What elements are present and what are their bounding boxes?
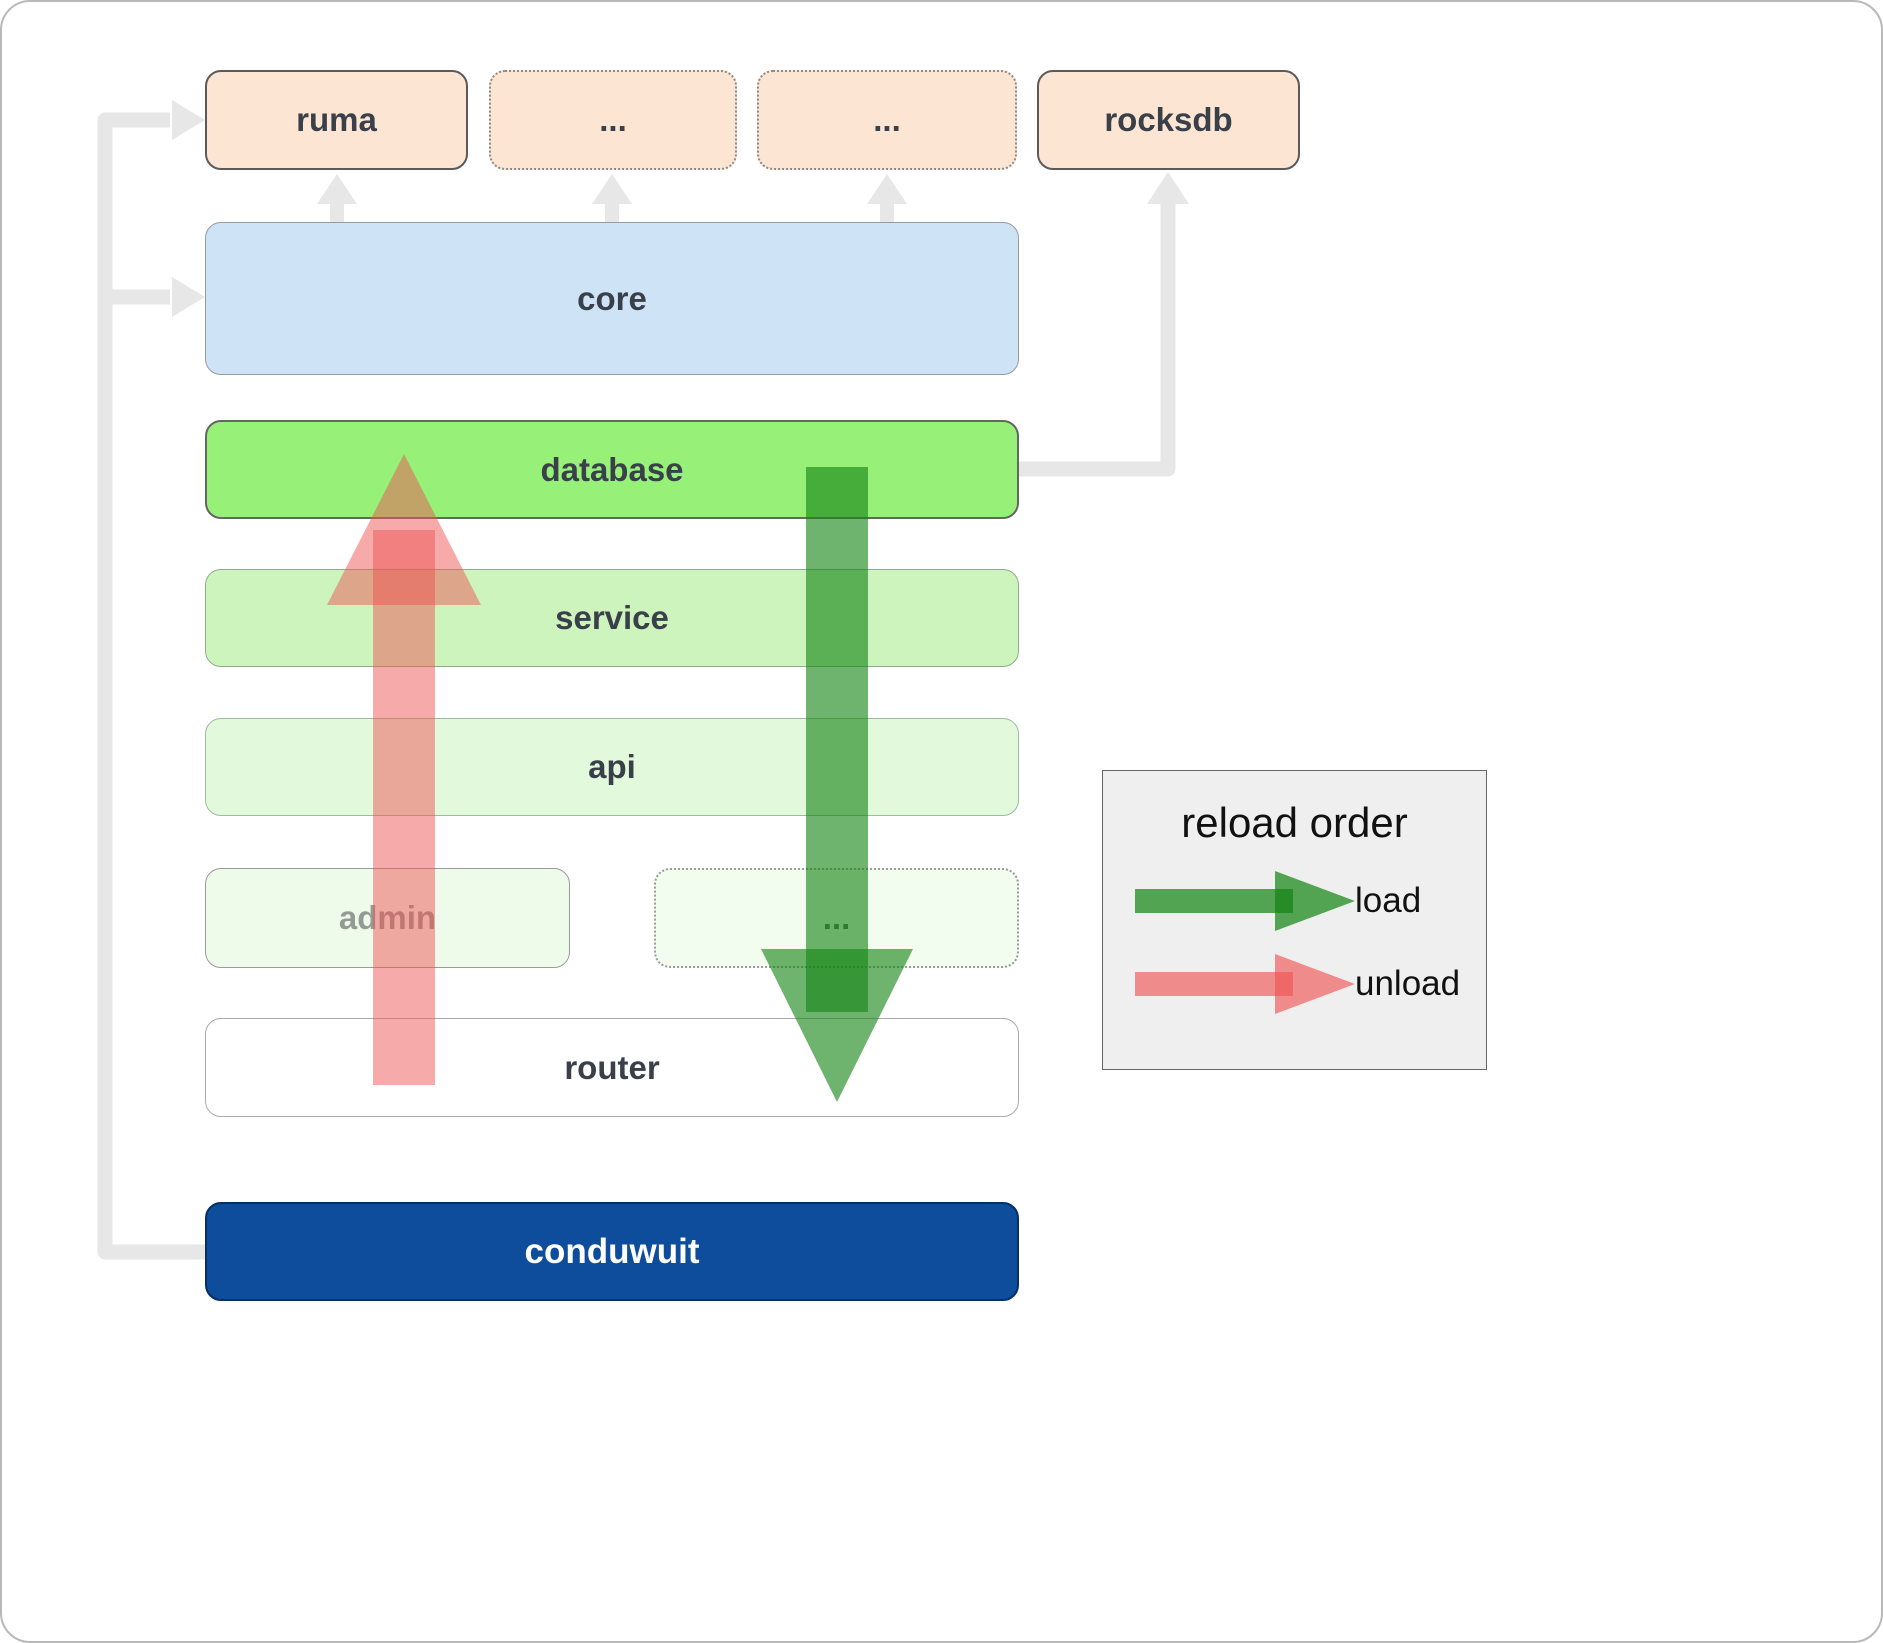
box-external-crate-a: ... — [489, 70, 737, 170]
unload-arrow-icon — [1135, 954, 1355, 1014]
box-external-crate-b: ... — [757, 70, 1017, 170]
box-rocksdb: rocksdb — [1037, 70, 1300, 170]
box-service: service — [205, 569, 1019, 667]
connector-arrowhead-core-to-ext-a — [592, 174, 632, 204]
connector-arrowhead-to-ruma — [172, 100, 205, 140]
box-more-services: ... — [654, 868, 1019, 968]
box-api: api — [205, 718, 1019, 816]
box-ruma: ruma — [205, 70, 468, 170]
connector-arrowhead-to-core — [172, 277, 205, 317]
box-core: core — [205, 222, 1019, 375]
box-conduwuit: conduwuit — [205, 1202, 1019, 1301]
connector-arrowhead-core-to-ruma — [317, 174, 357, 204]
box-router: router — [205, 1018, 1019, 1117]
legend: reload order load unload — [1102, 770, 1487, 1070]
connector-database-to-rocksdb — [1019, 200, 1176, 477]
connector-arrowhead-to-rocksdb — [1147, 172, 1189, 204]
legend-title: reload order — [1181, 799, 1408, 846]
legend-unload-label: unload — [1355, 964, 1461, 1003]
box-admin: admin — [205, 868, 570, 968]
box-database: database — [205, 420, 1019, 519]
load-arrow-icon — [1135, 871, 1355, 931]
legend-load-label: load — [1355, 881, 1422, 920]
connector-conduwuit-trunk — [97, 112, 207, 1260]
connector-arrowhead-core-to-ext-b — [867, 174, 907, 204]
